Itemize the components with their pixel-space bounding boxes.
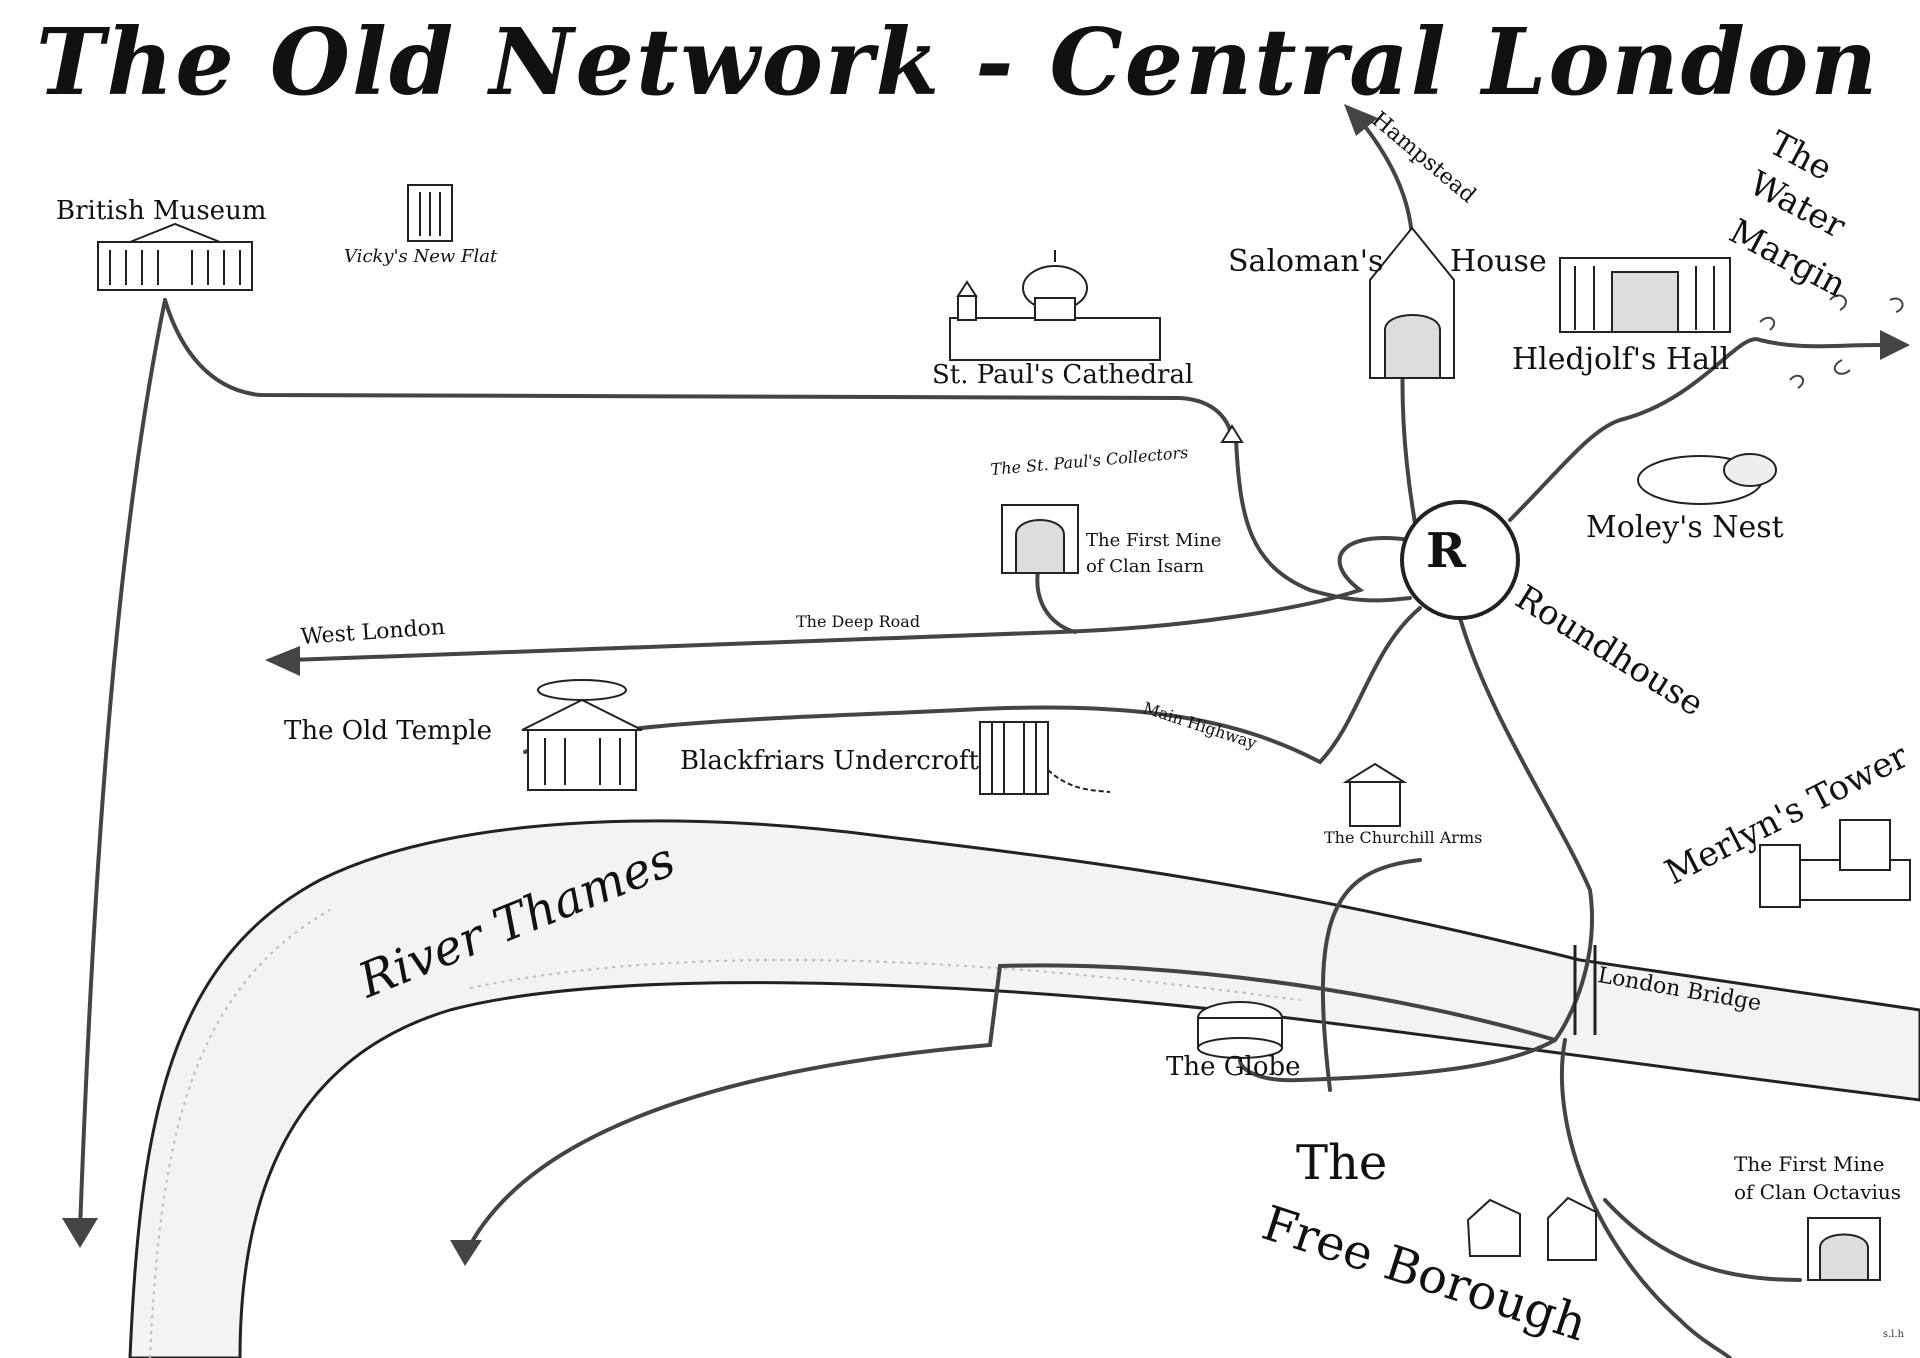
label-vickys-new-flat[interactable]: Vicky's New Flat	[344, 246, 498, 267]
label-first-mine-isarn-line1[interactable]: The First Mine	[1086, 530, 1222, 551]
arrow-hampstead	[1344, 104, 1378, 136]
tower-icon	[1759, 819, 1911, 908]
label-churchill-arms[interactable]: The Churchill Arms	[1324, 828, 1483, 847]
label-the-globe[interactable]: The Globe	[1166, 1052, 1301, 1082]
hall-icon	[1559, 257, 1731, 333]
mole-icon	[1637, 453, 1777, 505]
route-south-west[interactable]	[463, 963, 1557, 1257]
globe-theatre-icon	[1197, 1001, 1283, 1059]
label-hledjolfs-hall[interactable]: Hledjolf's Hall	[1512, 342, 1730, 377]
arrow-south-west	[450, 1240, 482, 1266]
church-door-icon	[1369, 226, 1455, 379]
route-west[interactable]	[78, 298, 167, 1232]
route-deep-road[interactable]	[288, 536, 1412, 662]
temple-icon	[521, 679, 643, 791]
label-house[interactable]: House	[1450, 244, 1547, 279]
museum-icon	[97, 222, 253, 291]
route-main-highway[interactable]	[523, 606, 1422, 765]
label-st-pauls-cathedral[interactable]: St. Paul's Cathedral	[932, 360, 1194, 390]
river-body	[128, 819, 1920, 1358]
label-blackfriars-undercroft[interactable]: Blackfriars Undercroft	[680, 746, 979, 776]
route-water-margin[interactable]	[1508, 337, 1882, 522]
label-british-museum[interactable]: British Museum	[56, 196, 267, 226]
route-london-bridge-north[interactable]	[1320, 858, 1422, 1092]
label-first-mine-octavius-line2[interactable]: of Clan Octavius	[1734, 1180, 1902, 1204]
label-old-temple[interactable]: The Old Temple	[284, 716, 492, 746]
route-mine-octavius[interactable]	[1603, 1198, 1802, 1282]
river-thames	[128, 819, 1920, 1358]
label-route-deep-road[interactable]: The Deep Road	[796, 612, 921, 631]
route-british-museum-st-pauls[interactable]	[163, 298, 1234, 442]
london-bridge-marks	[1573, 945, 1597, 1035]
iron-door-icon	[979, 721, 1111, 795]
artist-signature: s.l.h	[1882, 1329, 1904, 1340]
route-arrows	[62, 104, 1910, 1266]
label-first-mine-octavius-line1[interactable]: The First Mine	[1734, 1152, 1885, 1176]
route-south[interactable]	[1559, 1038, 1732, 1358]
mine-entrance-icon	[1807, 1217, 1881, 1281]
arrow-west	[62, 1218, 98, 1248]
river-shading	[149, 909, 331, 1358]
apartment-icon	[407, 184, 453, 242]
arrow-west-london	[265, 646, 300, 676]
page-title: The Old Network - Central London	[36, 8, 1880, 116]
label-salomans[interactable]: Saloman's	[1228, 244, 1384, 279]
label-first-mine-isarn-line2[interactable]: of Clan Isarn	[1086, 556, 1205, 577]
market-stall-icon	[1466, 1196, 1597, 1261]
label-moleys-nest[interactable]: Moley's Nest	[1586, 510, 1784, 545]
triangle-marker-icon	[1220, 424, 1244, 443]
roundhouse-node[interactable]	[1400, 500, 1520, 620]
label-roundhouse-letter: R	[1426, 523, 1466, 579]
river-shading	[469, 958, 1301, 1001]
pub-icon	[1342, 762, 1408, 827]
label-free-borough-line1[interactable]: The	[1296, 1135, 1388, 1191]
route-globe[interactable]	[1238, 1038, 1557, 1083]
route-st-pauls-roundhouse[interactable]	[1234, 438, 1412, 603]
arrow-water-margin	[1880, 330, 1910, 360]
mine-entrance-icon	[1001, 504, 1079, 574]
cathedral-icon	[949, 250, 1161, 361]
swirl-icon	[1759, 294, 1904, 389]
